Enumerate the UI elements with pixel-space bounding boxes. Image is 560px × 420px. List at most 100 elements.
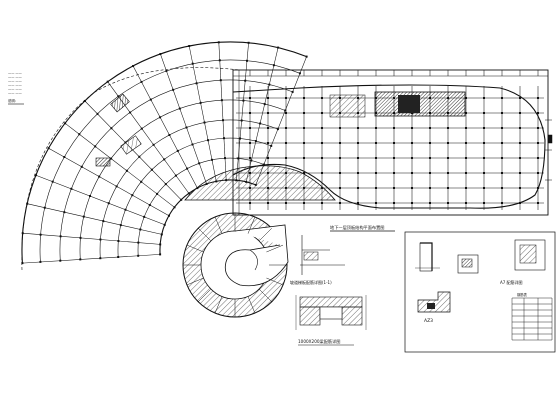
plan-title: 地下一层顶板结构平面布置图 <box>330 224 384 231</box>
ramp-spoke <box>198 288 212 302</box>
column-mark <box>94 145 97 148</box>
column-mark <box>519 97 521 99</box>
wing-radial <box>188 45 217 182</box>
column-mark <box>321 127 323 129</box>
column-mark <box>501 187 503 189</box>
column-mark <box>164 183 167 186</box>
column-mark <box>110 127 113 130</box>
column-mark <box>393 157 395 159</box>
column-mark <box>519 112 521 114</box>
column-mark <box>537 97 539 99</box>
column-mark <box>285 142 287 144</box>
column-mark <box>237 157 240 160</box>
column-mark <box>276 128 279 131</box>
column-mark <box>131 194 134 197</box>
column-mark <box>303 127 305 129</box>
column-mark <box>195 82 198 85</box>
column-mark <box>483 202 485 204</box>
column-mark <box>188 45 191 47</box>
column-mark <box>110 157 113 160</box>
column-mark <box>244 79 247 82</box>
column-mark <box>285 97 287 99</box>
wing-core <box>110 93 130 113</box>
column-mark <box>267 97 269 99</box>
column-mark <box>249 157 251 159</box>
column-mark <box>321 157 323 159</box>
column-mark <box>411 127 413 129</box>
column-mark <box>303 172 305 174</box>
column-mark <box>357 202 359 204</box>
column-mark <box>537 127 539 129</box>
column-mark <box>411 142 413 144</box>
column-mark <box>125 169 128 172</box>
column-mark <box>249 202 251 204</box>
legend-block: —— —— —— —— —— —— —— —— —— —— —— —— 说明： <box>8 71 24 105</box>
column-mark <box>178 107 181 110</box>
column-mark <box>159 253 162 256</box>
column-mark <box>537 112 539 114</box>
column-mark <box>267 142 269 144</box>
column-mark <box>339 157 341 159</box>
column-mark <box>357 172 359 174</box>
wing-boundary <box>21 67 241 271</box>
column-mark <box>21 262 24 265</box>
column-mark <box>191 62 194 65</box>
wing-radial <box>27 203 162 235</box>
column-mark <box>429 187 431 189</box>
column-mark <box>172 88 175 91</box>
column-mark <box>298 72 301 75</box>
detail-label-az3: AZ3 <box>424 318 433 324</box>
column-mark <box>447 202 449 204</box>
column-mark <box>89 195 91 197</box>
column-mark <box>211 158 213 161</box>
column-mark <box>519 187 521 189</box>
column-mark <box>70 187 73 190</box>
column-mark <box>198 162 201 165</box>
detail-sheet: A7 配筋详图 AZ3 钢筋表 <box>404 231 556 353</box>
column-mark <box>375 187 377 189</box>
column-mark <box>291 90 294 93</box>
column-mark <box>63 211 66 214</box>
column-mark <box>339 142 341 144</box>
column-mark <box>176 149 179 152</box>
column-mark <box>218 59 221 62</box>
beam-detail: 1000X200梁配筋详图 <box>295 295 367 346</box>
column-mark <box>47 147 50 150</box>
column-mark <box>132 65 135 67</box>
column-mark <box>537 187 539 189</box>
column-mark <box>117 240 120 242</box>
column-mark <box>429 157 431 159</box>
column-mark <box>83 100 86 102</box>
column-mark <box>465 172 467 174</box>
column-mark <box>465 157 467 159</box>
column-mark <box>375 172 377 174</box>
column-mark <box>156 192 159 195</box>
column-mark <box>465 187 467 189</box>
column-mark <box>249 127 251 129</box>
wing-radial <box>22 232 161 245</box>
column-mark <box>483 142 485 144</box>
column-mark <box>137 254 140 257</box>
core-room <box>329 94 366 118</box>
legend-row-4: —— —— <box>8 83 23 87</box>
section-1-1-detail: 坡道梯板配筋详图(1-1) <box>290 235 345 285</box>
column-mark <box>173 206 176 209</box>
column-mark <box>411 172 413 174</box>
column-mark <box>429 142 431 144</box>
column-mark <box>43 206 46 209</box>
column-mark <box>483 97 485 99</box>
ramp-spoke <box>258 228 272 242</box>
column-mark <box>465 202 467 204</box>
column-mark <box>139 228 142 231</box>
column-mark <box>217 41 220 44</box>
column-mark <box>483 112 485 114</box>
legend-row-5: —— —— <box>8 87 23 91</box>
column-mark <box>129 111 132 114</box>
column-mark <box>124 208 127 211</box>
column-mark <box>501 127 503 129</box>
column-mark <box>102 220 105 223</box>
column-mark <box>285 127 287 129</box>
column-mark <box>140 127 143 130</box>
column-mark <box>99 238 102 241</box>
column-mark <box>99 257 102 260</box>
